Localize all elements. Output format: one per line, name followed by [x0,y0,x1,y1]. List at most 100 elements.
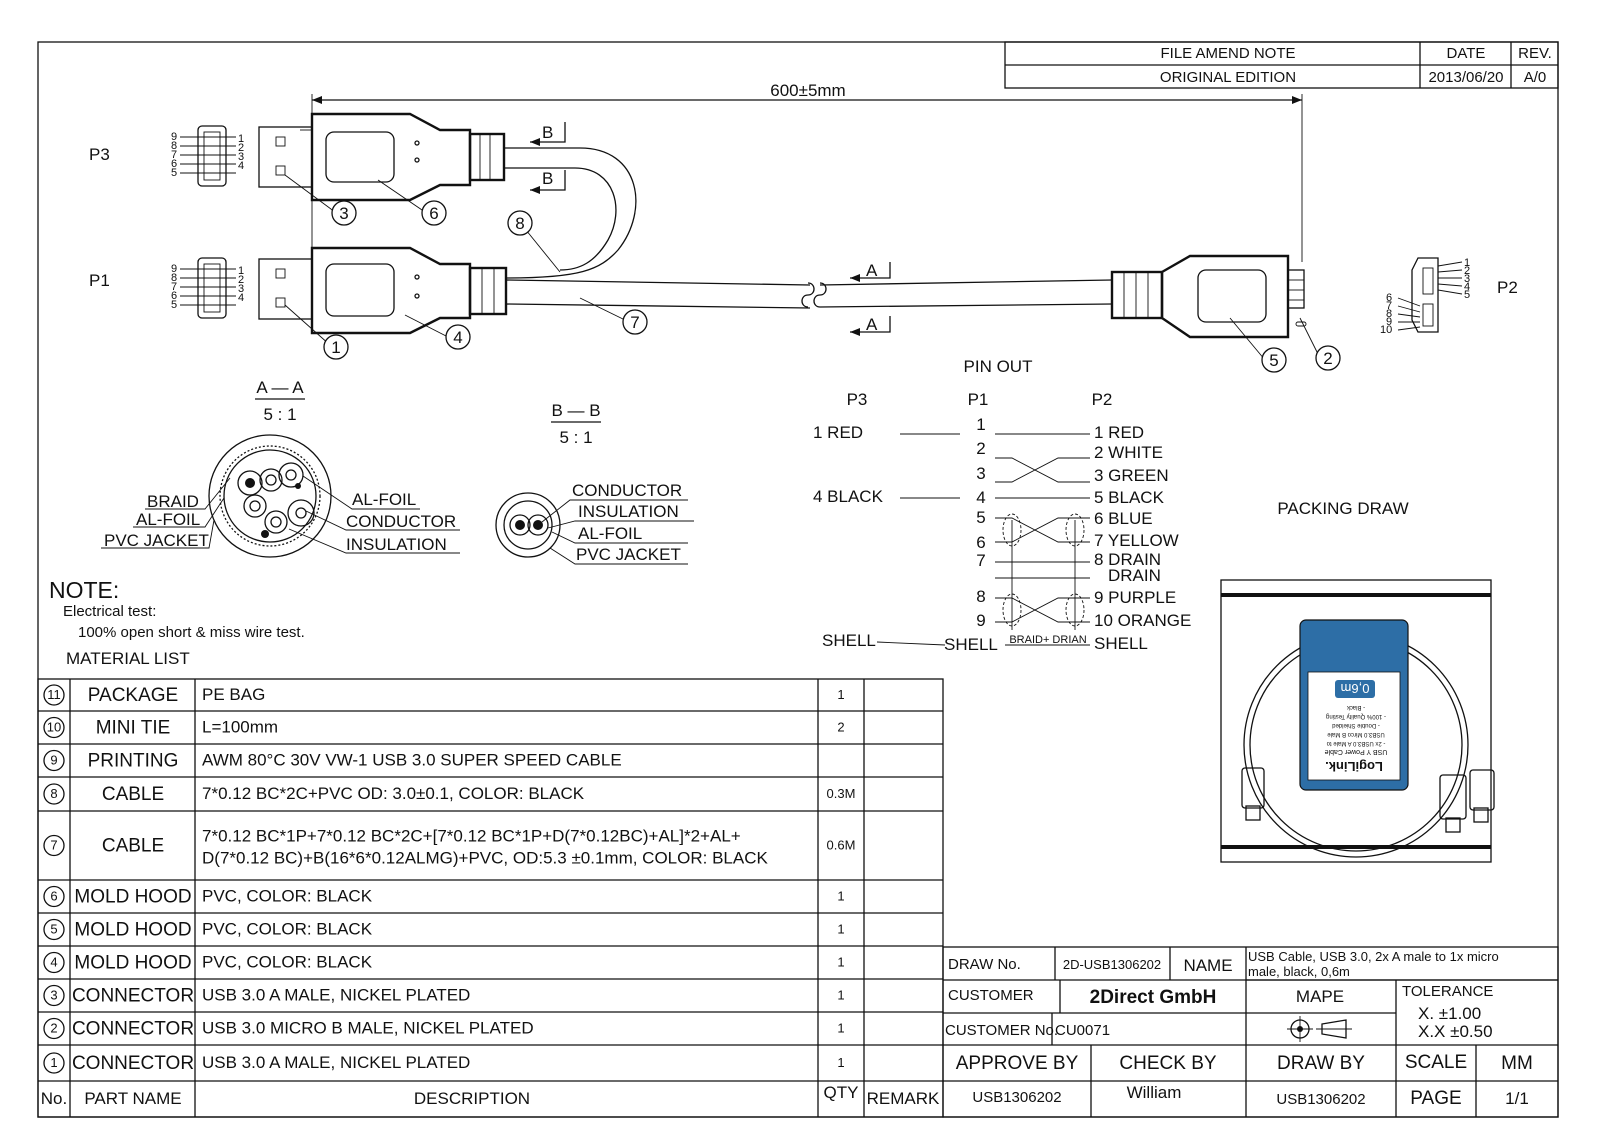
aa-label-alfoil: AL-FOIL [136,510,200,529]
row-description: L=100mm [202,718,278,737]
p1-pin-1: 1 [238,265,244,277]
row-qty: 1 [837,988,844,1003]
row-description: PVC, COLOR: BLACK [202,953,373,972]
aa-label-insulation: INSULATION [346,535,447,554]
row-number-circle [43,834,65,857]
row-number-circle [43,951,65,974]
p1-pin-label-6: 6 [976,533,985,552]
mat-header-name: PART NAME [84,1089,181,1108]
row-number: 6 [50,889,57,904]
p1-pin-label-7: 7 [976,551,985,570]
p1-connector [258,246,508,335]
material-list-table [37,678,944,1118]
tb-scale: MM [1501,1053,1533,1074]
note-line-1: Electrical test: [63,603,156,620]
p1-pin-label-9: 9 [976,611,985,630]
rev-head-date: DATE [1447,45,1486,62]
p3-label: P3 [89,145,110,164]
packing-card-line-5: - 100% Quality Testing [1326,713,1386,719]
p1-pin-label-5: 5 [976,508,985,527]
row-qty: 2 [837,720,844,735]
callout-3: 3 [284,174,357,226]
row-description: 7*0.12 BC*2C+PVC OD: 3.0±0.1, COLOR: BLA… [202,784,585,803]
packing-card-line-4: - Double Shielded [1332,722,1380,728]
p2-pin-7: 7 [1386,300,1392,312]
row-description: PVC, COLOR: BLACK [202,887,373,906]
row-description: USB 3.0 A MALE, NICKEL PLATED [202,986,470,1005]
tb-scale-label: SCALE [1405,1052,1467,1073]
p3-pin-5: 5 [171,167,177,179]
row-number-circle [43,684,65,706]
p1-pin-label-1: 1 [976,415,985,434]
section-bb-scale: 5 : 1 [559,428,592,447]
p2-pin-9: 9 [1386,316,1392,328]
tb-page: 1/1 [1505,1089,1529,1108]
row-part-name: CONNECTOR [72,1053,194,1074]
bb-label-conductor: CONDUCTOR [572,481,682,500]
tb-tolerance-label: TOLERANCE [1402,983,1493,1000]
p2-pin-10: 10 [1380,324,1392,336]
pinout-col-p2: P2 [1092,390,1113,409]
p2-wire-5: 5 BLACK [1094,488,1165,507]
row-number: 4 [50,955,57,970]
packing-draw: PACKING DRAW 0,6m - Black - 100% Quality… [1220,499,1495,863]
row-part-name: MOLD HOOD [74,953,191,974]
tb-drawno-label: DRAW No. [948,956,1021,973]
tb-customer-label: CUSTOMER [948,987,1034,1004]
pinout-title: PIN OUT [964,357,1033,376]
p2-wire-7: 7 YELLOW [1094,531,1179,550]
packing-card-line-1: USB Y Power Cable [1325,748,1388,755]
tb-name-value-2: male, black, 0,6m [1248,964,1350,979]
row-part-name: MINI TIE [96,718,171,739]
projection-symbol-icon [1287,1016,1352,1042]
p3-pin-8: 8 [171,140,177,152]
svg-text:4: 4 [453,328,462,347]
row-qty: 0.3M [827,786,856,801]
row-description-2: D(7*0.12 BC)+B(16*6*0.12ALMG)+PVC, OD:5.… [202,849,768,868]
p2-wire-2: 2 WHITE [1094,443,1163,462]
p3-connector [258,112,506,202]
section-b-bot: B [542,169,553,188]
row-qty: 1 [837,1021,844,1036]
p3-pin-7: 7 [171,149,177,161]
pinout-col-p1: P1 [968,390,989,409]
note-title: NOTE: [49,577,119,603]
row-qty: 1 [837,922,844,937]
row-number: 7 [50,838,57,853]
p2-pin-1: 1 [1464,257,1470,269]
section-bb-title: B — B [551,401,600,420]
p3-pin-2: 2 [238,142,244,154]
section-bb: B — B 5 : 1 CONDUCTOR INSULATION AL-FOIL… [495,401,694,565]
branch-cable-p3 [504,147,637,279]
aa-label-pvcjacket: PVC JACKET [104,531,209,550]
rev-note: ORIGINAL EDITION [1160,69,1296,86]
tb-name-value: USB Cable, USB 3.0, 2x A male to 1x micr… [1248,949,1499,964]
row-qty: 0.6M [827,838,856,853]
row-description: 7*0.12 BC*1P+7*0.12 BC*2C+[7*0.12 BC*1P+… [202,827,741,846]
mat-header-desc: DESCRIPTION [414,1089,530,1108]
svg-text:8: 8 [515,214,524,233]
section-marker-b: B B [530,122,566,194]
tb-check-label: CHECK BY [1119,1053,1216,1074]
section-b-top: B [542,123,553,142]
aa-label-conductor: CONDUCTOR [346,512,456,531]
callout-6: 6 [377,179,447,226]
tb-draw-label: DRAW BY [1277,1053,1365,1074]
callout-2: 2 [1299,317,1341,371]
p3-pin-6: 6 [171,158,177,170]
row-number: 2 [50,1021,57,1036]
p2-wire-9: 9 PURPLE [1094,588,1176,607]
material-list-header: No. PART NAME DESCRIPTION QTY REMARK [41,1083,940,1108]
row-part-name: CONNECTOR [72,986,194,1007]
cable-assembly-drawing: 600±5mm P3 P1 9 8 7 6 5 1 2 3 4 [89,81,1518,373]
pinout-col-p3: P3 [847,390,868,409]
row-number-circle [43,1052,65,1074]
row-number: 1 [50,1055,57,1070]
p2-pin-2: 2 [1464,265,1470,277]
row-number-circle [43,984,65,1007]
